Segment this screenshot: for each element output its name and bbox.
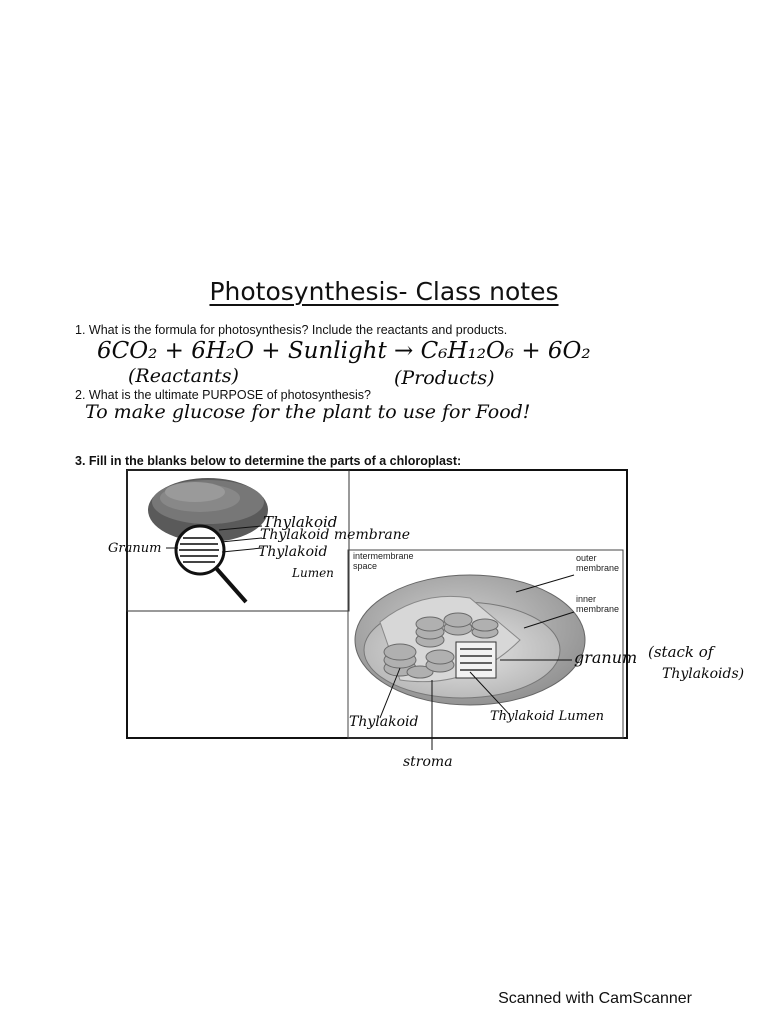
reactants-label: (Reactants) bbox=[128, 365, 239, 387]
stroma-label: stroma bbox=[403, 754, 453, 770]
thylakoid-label: Thylakoid bbox=[263, 513, 338, 531]
page-title: Photosynthesis- Class notes bbox=[209, 277, 559, 306]
granum-label-right: granum bbox=[574, 648, 638, 667]
intermembrane-space-label: intermembrane space bbox=[353, 551, 414, 571]
inset-frame bbox=[126, 469, 350, 612]
outer-membrane-label: outer membrane bbox=[576, 553, 620, 573]
stack-note-2: Thylakoids) bbox=[662, 666, 745, 682]
question-1: 1. What is the formula for photosynthesi… bbox=[75, 323, 508, 337]
leader-lines bbox=[379, 574, 575, 750]
thylakoid-lumen-label-2: Lumen bbox=[292, 566, 334, 580]
products-label: (Products) bbox=[394, 367, 495, 389]
scanner-watermark: Scanned with CamScanner bbox=[498, 990, 692, 1007]
purpose-answer: To make glucose for the plant to use for… bbox=[85, 401, 531, 423]
thylakoid-membrane-label: Thylakoid membrane bbox=[260, 527, 411, 543]
main-figure-frame bbox=[347, 549, 624, 739]
question-2: 2. What is the ultimate PURPOSE of photo… bbox=[75, 388, 371, 402]
formula-answer: 6CO₂ + 6H₂O + Sunlight → C₆H₁₂O₆ + 6O₂ bbox=[97, 338, 591, 364]
question-3: 3. Fill in the blanks below to determine… bbox=[75, 454, 462, 468]
magnifier-handle bbox=[214, 566, 248, 604]
thylakoid-lumen-label-bottom: Thylakoid Lumen bbox=[490, 709, 605, 724]
chloroplast-illustration bbox=[354, 574, 586, 706]
inset-granum-illustration bbox=[148, 478, 268, 604]
granum-label-left: Granum bbox=[108, 541, 162, 556]
inner-membrane-label: inner membrane bbox=[576, 594, 620, 614]
thylakoid-lumen-label-1: Thylakoid bbox=[258, 544, 328, 560]
stack-note-1: (stack of bbox=[648, 643, 714, 661]
thylakoid-label-bottom: Thylakoid bbox=[349, 714, 419, 730]
